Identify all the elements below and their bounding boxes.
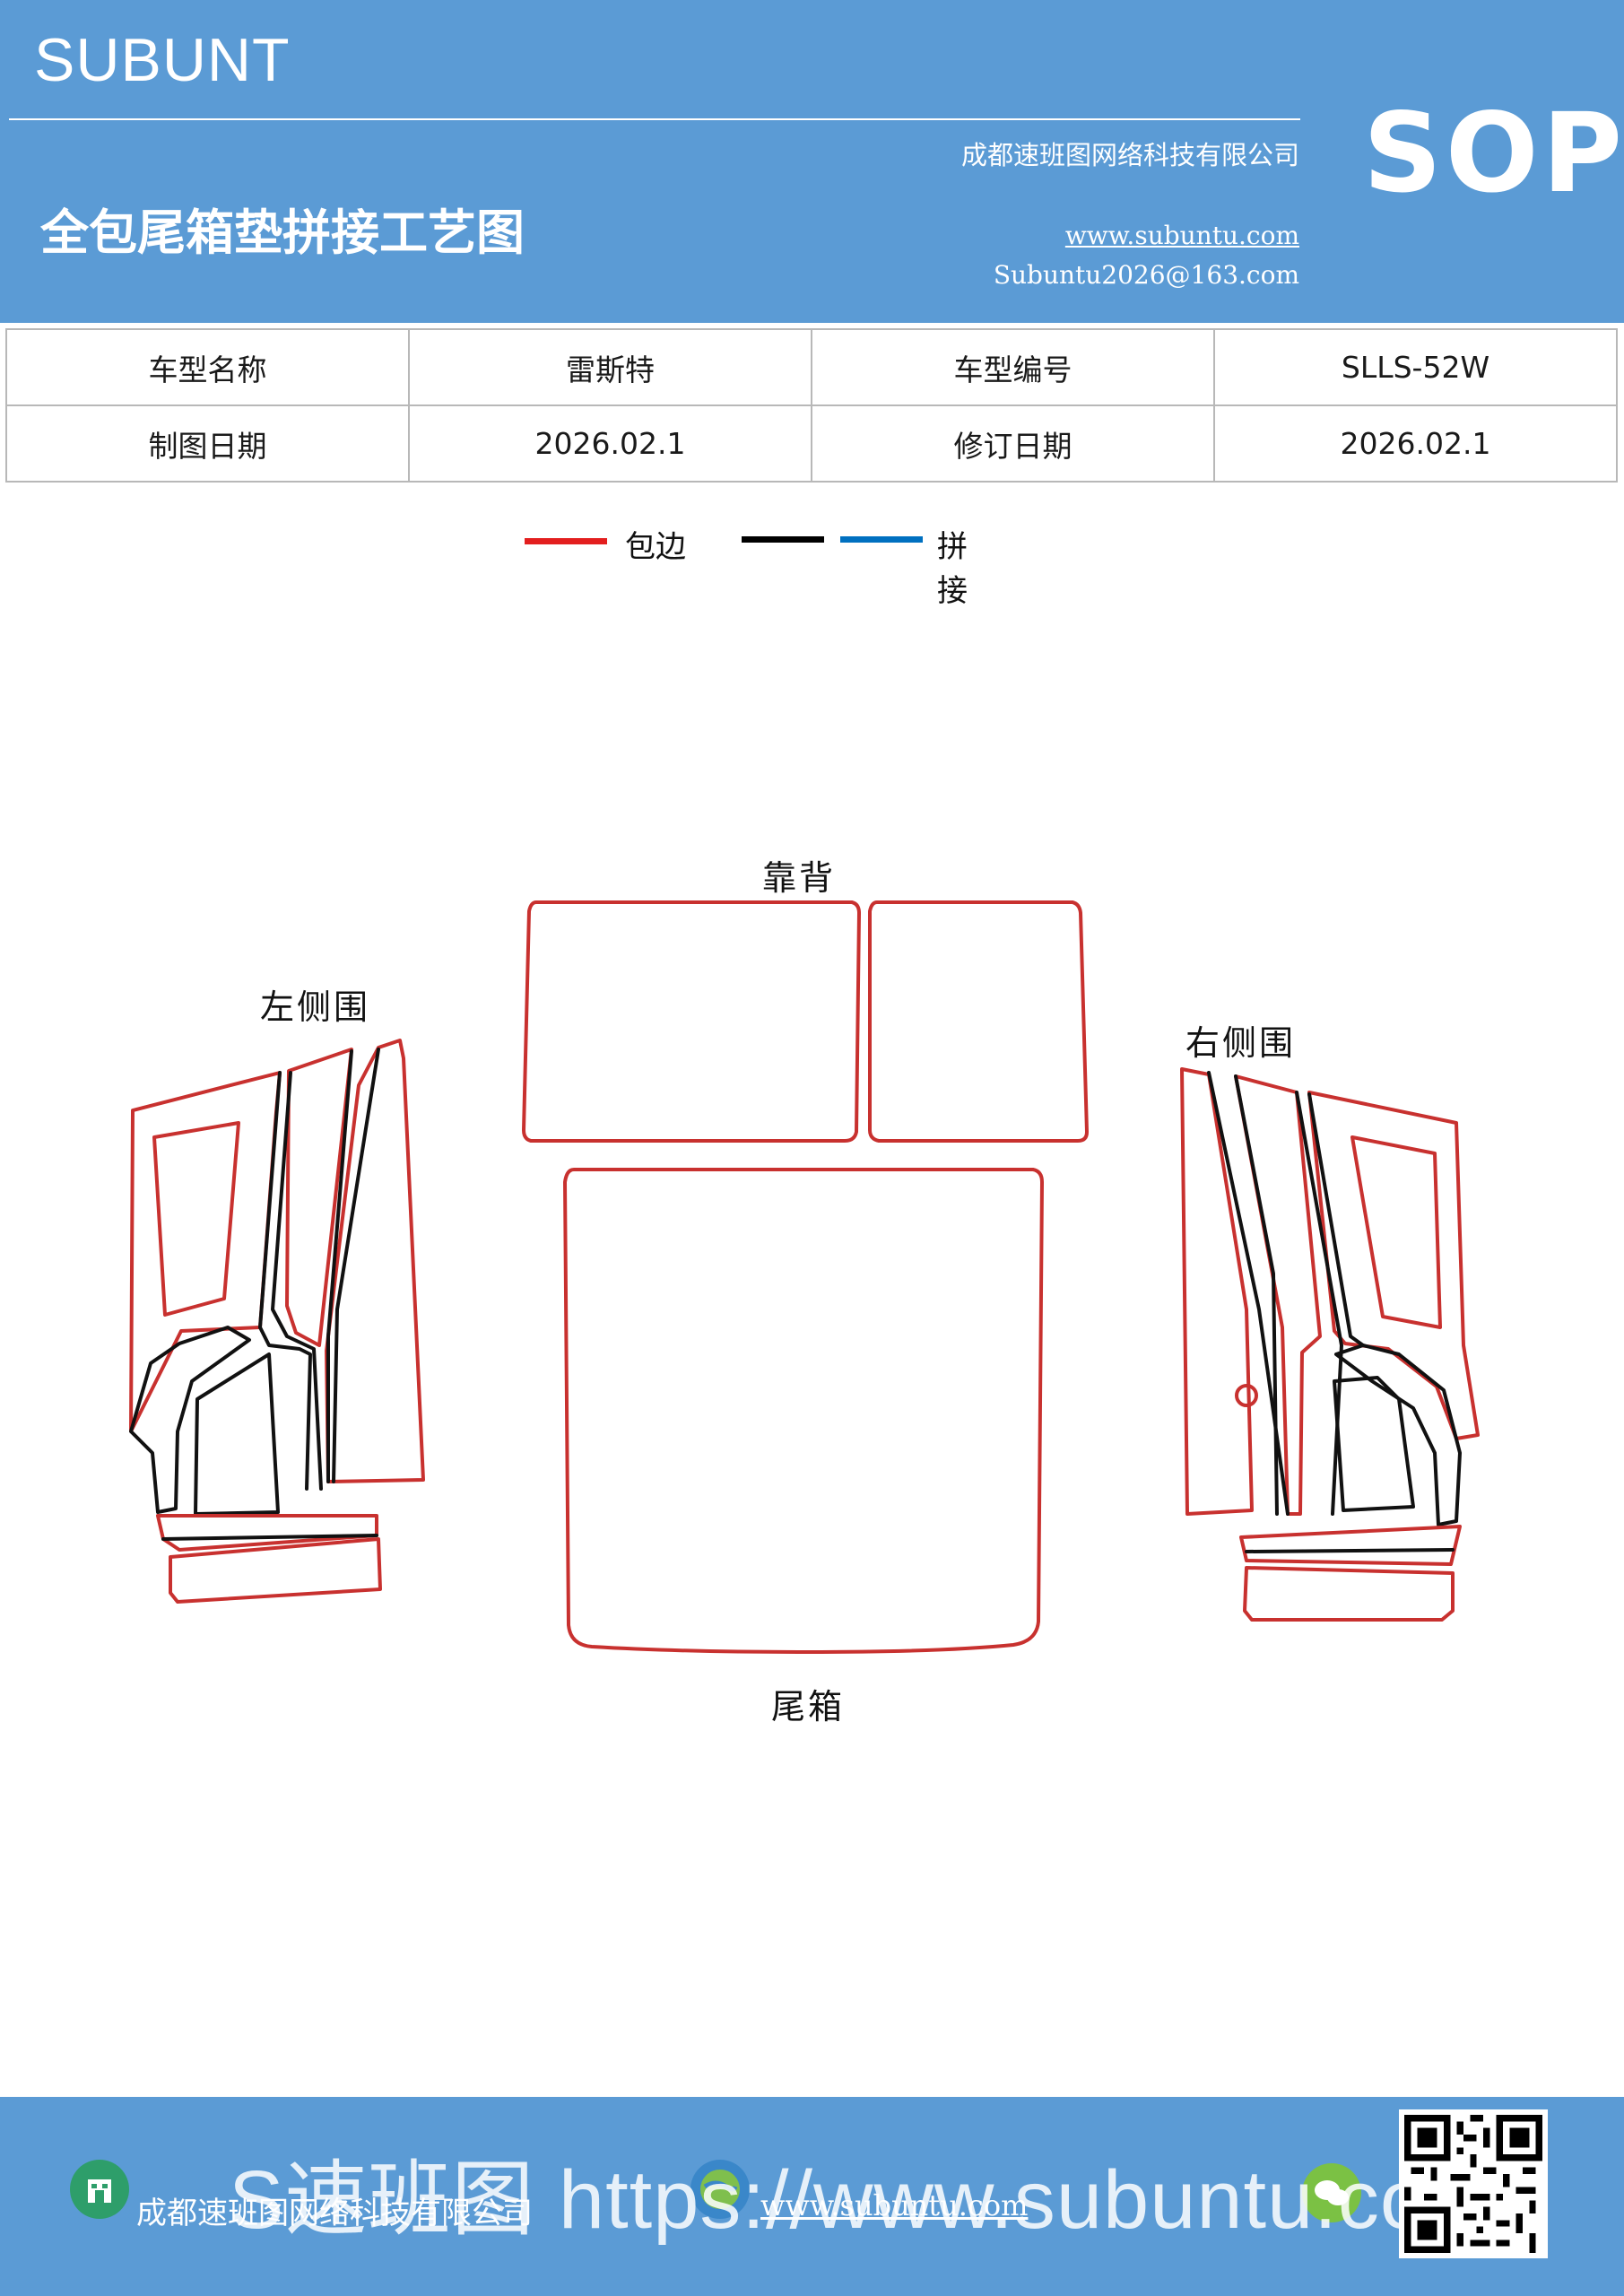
label-trunk: 尾箱 <box>771 1687 846 1726</box>
globe-icon <box>690 2160 750 2219</box>
left-side-lower-left <box>129 1326 251 1514</box>
legend-blue-swatch <box>840 536 923 543</box>
left-side-seam-4 <box>332 1048 380 1483</box>
building-icon <box>70 2160 129 2219</box>
right-side-strip-a <box>1180 1067 1254 1516</box>
left-side-window <box>152 1121 240 1317</box>
header-company-name: 成都速班图网络科技有限公司 <box>960 140 1299 170</box>
right-side-hole <box>1235 1384 1258 1407</box>
vehicle-info-table: 车型名称 雷斯特 车型编号 SLLS-52W 制图日期 2026.02.1 修订… <box>5 328 1618 483</box>
document-title: 全包尾箱垫拼接工艺图 <box>40 204 525 261</box>
right-side-lower-right <box>1334 1344 1462 1526</box>
header-email[interactable]: Subuntu2026@163.com <box>993 260 1299 290</box>
label-backrest: 靠背 <box>762 858 837 898</box>
label-left-side: 左侧围 <box>260 987 371 1027</box>
left-side-seam-2 <box>271 1071 323 1491</box>
table-cell: 2026.02.1 <box>1213 404 1618 483</box>
legend-black-swatch <box>742 536 824 543</box>
table-row: 制图日期 2026.02.1 修订日期 2026.02.1 <box>5 404 1618 483</box>
right-side-seam-4 <box>1307 1092 1365 1347</box>
header-divider <box>9 118 1300 120</box>
left-side-seam-1 <box>258 1071 312 1491</box>
table-cell: 制图日期 <box>5 404 410 483</box>
label-right-side: 右侧围 <box>1185 1023 1297 1063</box>
left-side-foot <box>169 1537 382 1604</box>
left-side-seam-3 <box>326 1049 353 1483</box>
trunk-panel <box>563 1168 1044 1654</box>
table-cell: 雷斯特 <box>408 328 812 406</box>
left-side-bottom-strip-seam <box>161 1534 378 1541</box>
header-website-link[interactable]: www.subuntu.com <box>1064 221 1299 250</box>
legend-label-edge: 包边 <box>625 529 686 565</box>
header-banner <box>0 0 1624 323</box>
brand-logo-text: SUBUNT <box>34 26 291 94</box>
table-cell: 修订日期 <box>811 404 1215 483</box>
table-cell: 车型名称 <box>5 328 410 406</box>
legend: 包边 拼接 <box>525 522 973 609</box>
footer-website-link[interactable]: www.subuntu.com <box>760 2188 1029 2222</box>
left-side-bottom-strip <box>156 1514 378 1552</box>
backrest-left-panel <box>522 900 861 1143</box>
left-side-outer-edge <box>129 1071 282 1433</box>
right-side-bottom-strip <box>1239 1525 1462 1566</box>
right-side-window <box>1350 1135 1442 1329</box>
table-cell: 车型编号 <box>811 328 1215 406</box>
right-side-seam-2 <box>1234 1074 1279 1516</box>
wechat-icon <box>1302 2163 1361 2222</box>
right-side-lower-mid <box>1333 1376 1415 1512</box>
legend-label-seam: 拼接 <box>937 529 968 609</box>
right-side-strip-b <box>1234 1074 1322 1516</box>
table-cell: 2026.02.1 <box>408 404 812 483</box>
legend-red-swatch <box>525 538 607 544</box>
footer-watermark-text: S速班图 https://www.subuntu.com <box>229 2154 1497 2246</box>
left-side-tall-strip <box>325 1039 425 1483</box>
sop-mark: SOP <box>1363 90 1624 217</box>
backrest-right-panel <box>868 900 1089 1143</box>
right-side-bottom-strip-seam <box>1245 1548 1455 1553</box>
right-side-seam-3 <box>1295 1091 1343 1516</box>
left-side-strip <box>285 1048 353 1347</box>
footer-company-name: 成都速班图网络科技有限公司 <box>136 2196 533 2231</box>
table-cell: SLLS-52W <box>1213 328 1618 406</box>
right-side-seam-1 <box>1207 1071 1290 1516</box>
qr-code[interactable] <box>1399 2109 1548 2258</box>
right-side-foot <box>1243 1566 1455 1622</box>
left-side-lower-mid <box>194 1352 280 1516</box>
table-row: 车型名称 雷斯特 车型编号 SLLS-52W <box>5 328 1618 406</box>
